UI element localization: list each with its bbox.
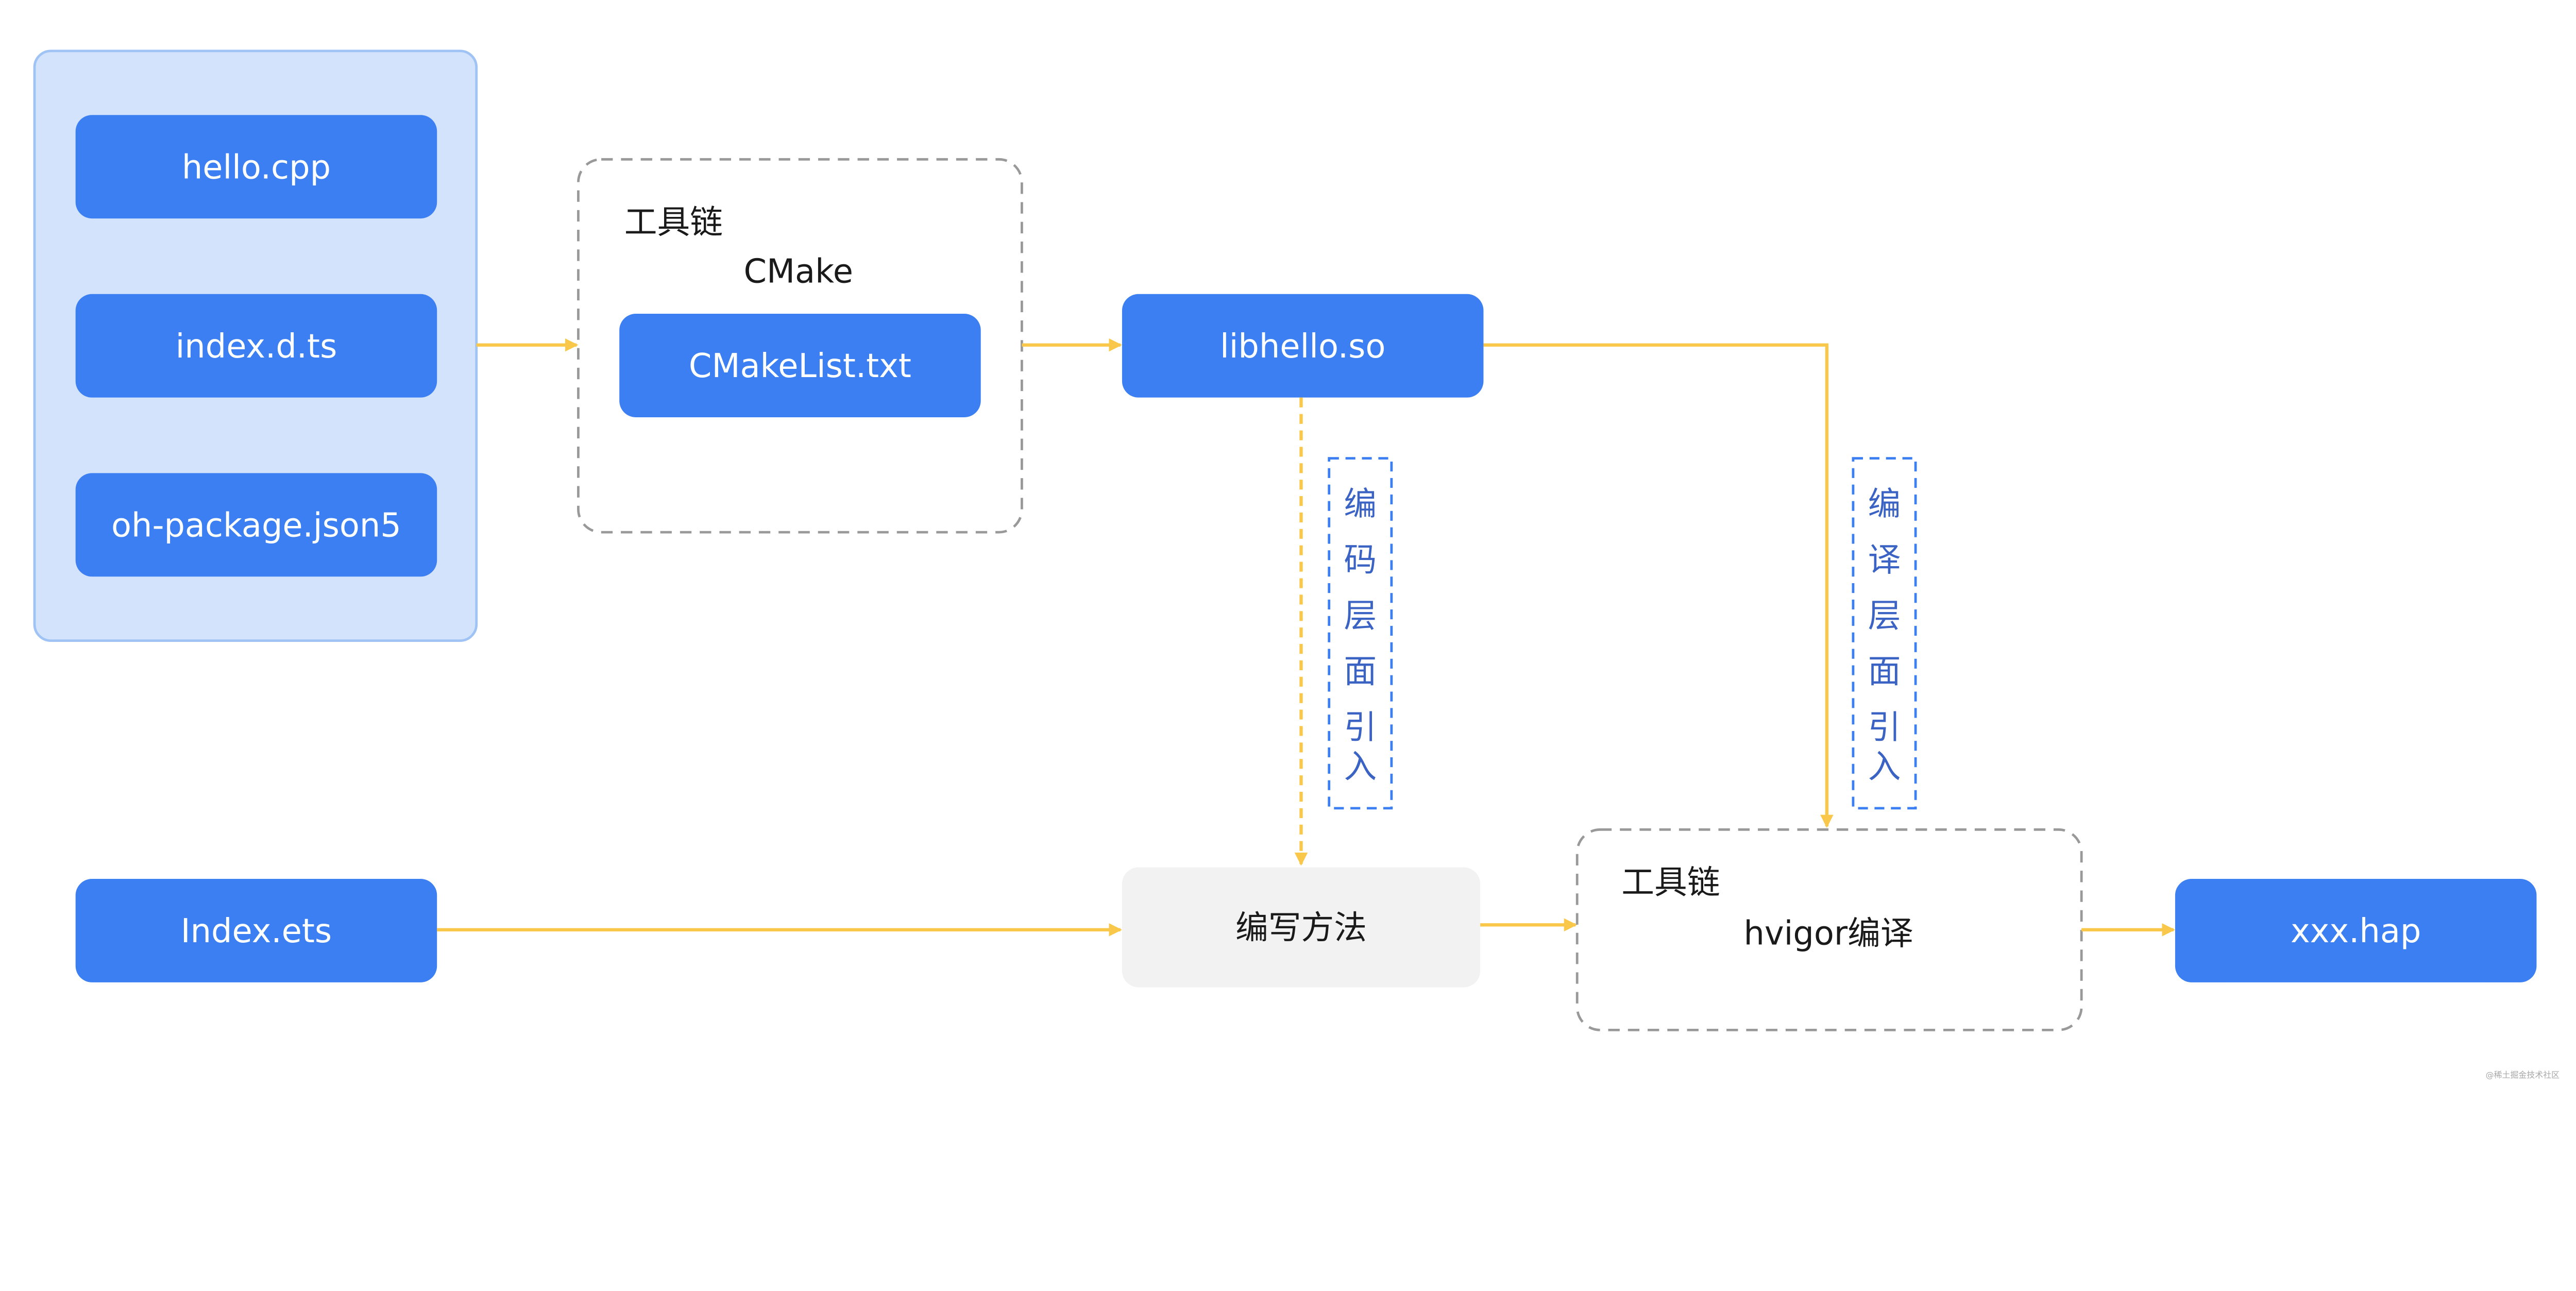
label-char: 面 xyxy=(1868,653,1901,691)
cmake-toolchain-subtitle: CMake xyxy=(743,252,853,291)
node-label: index.d.ts xyxy=(176,328,337,366)
label-char: 入 xyxy=(1868,748,1901,786)
node-label: libhello.so xyxy=(1220,328,1385,366)
label-char: 编 xyxy=(1868,485,1901,523)
node-cmakelist-txt: CMakeList.txt xyxy=(619,314,981,417)
node-label: xxx.hap xyxy=(2291,912,2421,950)
watermark: @稀土掘金技术社区 xyxy=(2486,1070,2560,1080)
node-index-d-ts: index.d.ts xyxy=(75,294,437,398)
node-index-ets: Index.ets xyxy=(75,878,437,982)
compile-import-label-box xyxy=(1852,457,1917,810)
node-libhello-so: libhello.so xyxy=(1122,294,1484,398)
label-char: 译 xyxy=(1868,541,1901,579)
label-char: 引 xyxy=(1868,709,1901,747)
label-char: 引 xyxy=(1344,709,1377,747)
arrow-lib-to-hvigor xyxy=(1483,343,1834,828)
label-char: 层 xyxy=(1344,597,1377,635)
node-write-method: 编写方法 xyxy=(1122,867,1481,988)
compile-import-label: 编 译 层 面 引 入 xyxy=(1868,485,1901,786)
coding-import-label: 编 码 层 面 引 入 xyxy=(1344,485,1377,786)
label-char: 编 xyxy=(1344,485,1377,523)
hvigor-toolchain-box xyxy=(1575,828,2083,1031)
node-oh-package-json5: oh-package.json5 xyxy=(75,473,437,577)
hvigor-toolchain-title: 工具链 xyxy=(1621,864,1720,902)
node-label: oh-package.json5 xyxy=(111,506,401,545)
node-label: Index.ets xyxy=(181,912,332,950)
label-char: 码 xyxy=(1344,541,1377,579)
coding-import-label-box xyxy=(1328,457,1393,810)
hvigor-toolchain-subtitle: hvigor编译 xyxy=(1744,915,1913,953)
label-char: 层 xyxy=(1868,597,1901,635)
label-char: 入 xyxy=(1344,748,1377,786)
cmake-toolchain-title: 工具链 xyxy=(624,203,723,242)
node-label: hello.cpp xyxy=(182,148,331,186)
node-label: 编写方法 xyxy=(1235,909,1367,947)
label-char: 面 xyxy=(1344,653,1377,691)
diagram-canvas: hello.cpp index.d.ts oh-package.json5 工具… xyxy=(33,49,2560,1080)
node-xxx-hap: xxx.hap xyxy=(2175,878,2537,982)
node-label: CMakeList.txt xyxy=(689,347,911,385)
node-hello-cpp: hello.cpp xyxy=(75,115,437,219)
